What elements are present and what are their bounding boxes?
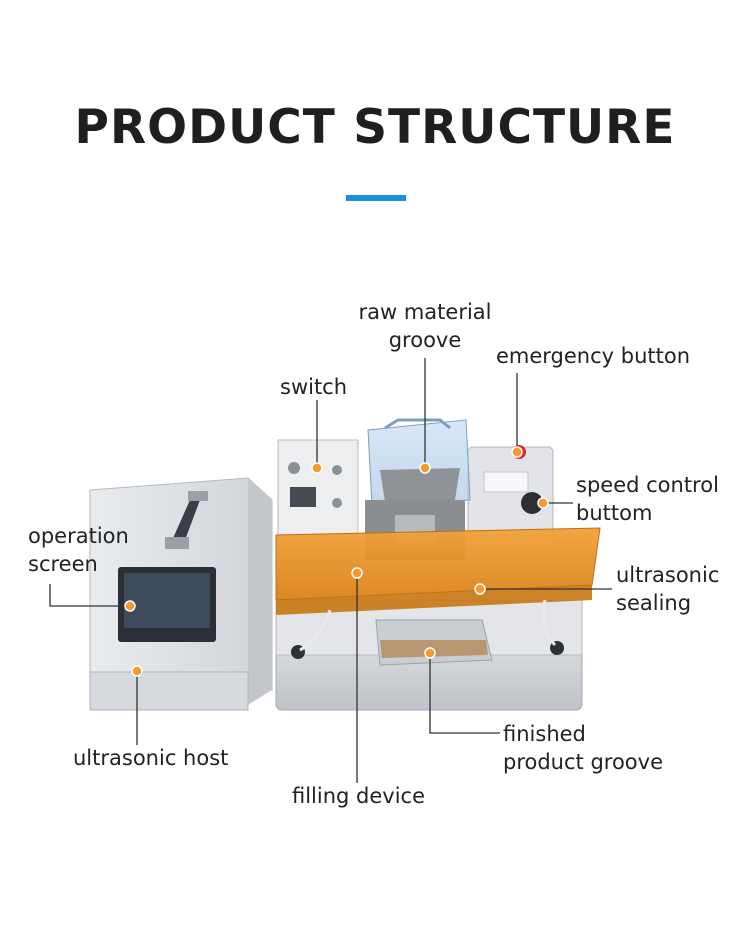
sealing-machine-body [275,418,601,711]
marker-speed-control [537,497,549,509]
label-filling-device: filling device [292,784,426,808]
label-speed-control-button: speed control buttom [576,473,719,525]
marker-raw-material-groove [419,462,431,474]
label-switch: switch [280,375,348,399]
label-operation-screen: operation screen [28,524,129,576]
leader-lines [49,358,612,783]
marker-ultrasonic-sealing [474,583,486,595]
label-emergency-button: emergency button [496,344,691,368]
label-ultrasonic-sealing: ultrasonic sealing [616,563,720,615]
ultrasonic-host-unit [89,477,273,711]
marker-operation-screen [124,600,136,612]
page-title: PRODUCT STRUCTURE [74,100,676,155]
marker-emergency-button [511,446,523,458]
title-accent-bar [346,195,406,201]
label-raw-material-groove: raw material groove [358,300,492,352]
marker-filling-device [351,567,363,579]
label-ultrasonic-host: ultrasonic host [73,746,229,770]
label-finished-product-groove: finished product groove [503,722,663,774]
marker-switch [311,462,323,474]
marker-finished-product-groove [424,647,436,659]
marker-ultrasonic-host [131,665,143,677]
